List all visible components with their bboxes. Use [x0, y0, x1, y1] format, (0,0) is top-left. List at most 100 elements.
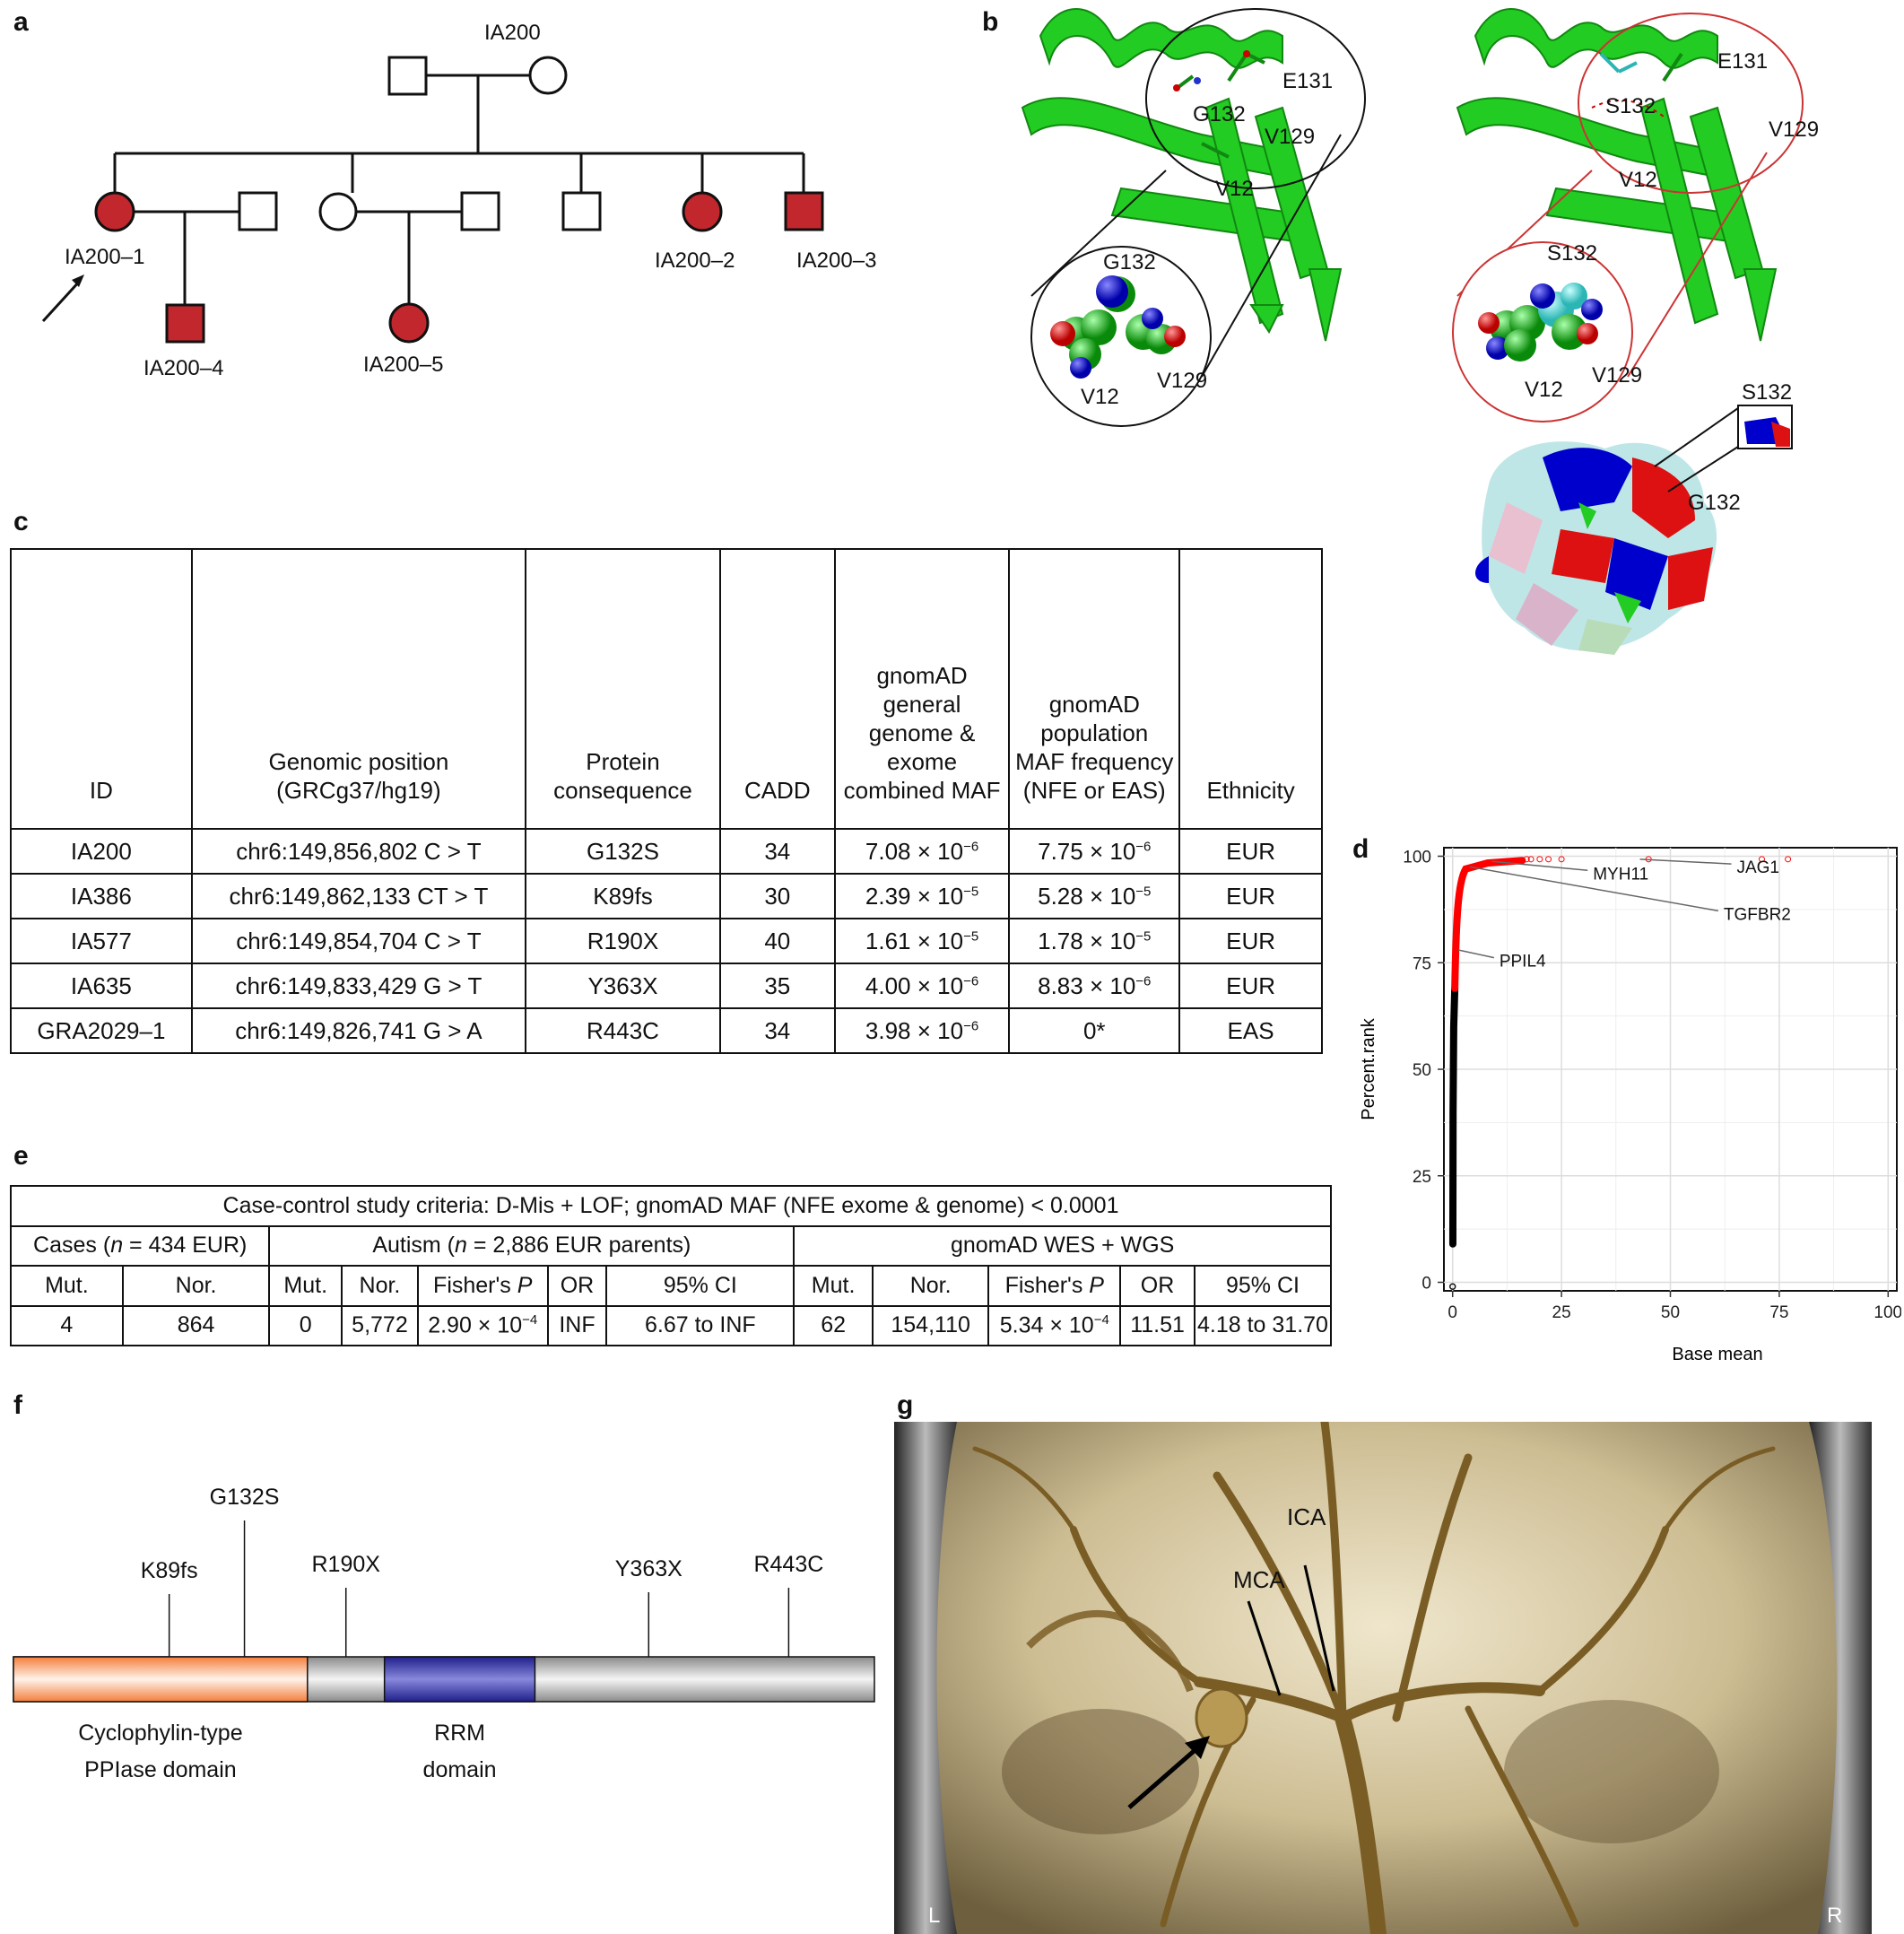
inset-left-g132: G132 [1103, 250, 1156, 274]
annotation-leader [1491, 860, 1588, 871]
inset-right-s132: S132 [1547, 241, 1597, 266]
pedigree-ia200-1 [94, 191, 135, 232]
surface-s132: S132 [1742, 380, 1792, 405]
y-tick-label: 100 [1403, 849, 1431, 867]
spheres-right [1478, 283, 1603, 362]
autism-header: Autism (n = 2,886 EUR parents) [268, 1224, 796, 1267]
col-ethnicity: Ethnicity [1178, 548, 1323, 830]
annotation-jag1: JAG1 [1736, 858, 1779, 877]
pedigree-ia200-2 [682, 191, 723, 232]
struct-left-e131: E131 [1282, 69, 1333, 93]
pedigree-label-1: IA200–1 [65, 245, 144, 269]
annotation-leader [1470, 866, 1719, 912]
x-tick-label: 25 [1552, 1303, 1571, 1322]
pedigree-ia200-4 [165, 303, 205, 344]
annotation-leader [1639, 858, 1732, 865]
domain-label-0: Cyclophylin-type [78, 1721, 242, 1746]
domain-0 [13, 1656, 309, 1703]
struct-left-v129: V129 [1265, 125, 1315, 149]
pedigree-label-4: IA200–4 [143, 356, 223, 380]
pedigree-label-3: IA200–3 [796, 248, 876, 273]
data-point [1523, 856, 1530, 863]
series-below-threshold [1448, 984, 1459, 1248]
surface-model [1475, 441, 1717, 655]
y-tick-label: 50 [1413, 1061, 1431, 1080]
data-point [1448, 1283, 1456, 1290]
struct-left-g132: G132 [1193, 102, 1246, 126]
pedigree-female-ia200 [528, 56, 568, 95]
pedigree-label-5: IA200–5 [363, 353, 443, 377]
domain-label-0-line2: PPIase domain [84, 1757, 237, 1782]
pedigree: IA200 IA200–1 IA200–2 IA200–3 IA200–4 IA… [41, 21, 876, 380]
x-axis-label: Base mean [1672, 1345, 1762, 1364]
x-tick-label: 75 [1769, 1303, 1788, 1322]
data-point [1558, 856, 1565, 863]
panel-letter-e: e [13, 1141, 29, 1171]
mutation-y363x: Y363X [615, 1556, 682, 1581]
aneurysm-arrow [1127, 1745, 1201, 1809]
annotation-ppil4: PPIL4 [1500, 953, 1546, 971]
struct-right-v12: V12 [1619, 168, 1657, 192]
inset-left-v12: V12 [1081, 385, 1119, 409]
col-protein: Protein consequence [525, 548, 721, 830]
label-mca: MCA [1233, 1566, 1285, 1593]
gnomad-header: gnomAD WES + WGS [793, 1224, 1332, 1267]
panel-letter-b: b [982, 7, 999, 37]
annotation-tgfbr2: TGFBR2 [1724, 905, 1791, 924]
col-maf: gnomAD general genome & exome combined M… [833, 548, 1011, 830]
data-point [1527, 856, 1535, 863]
surface-g132: G132 [1688, 491, 1741, 515]
x-tick-label: 50 [1661, 1303, 1680, 1322]
mutation-r443c: R443C [753, 1552, 823, 1577]
mutation-g132s: G132S [210, 1485, 280, 1510]
aneurysm [1195, 1687, 1248, 1748]
y-axis-label: Percent.rank [1359, 1017, 1378, 1119]
label-right: R [1827, 1904, 1842, 1928]
panel-letter-c: c [13, 507, 29, 536]
pedigree-label-2: IA200–2 [655, 248, 735, 273]
domain-1 [383, 1656, 536, 1703]
case-control-table: Case-control study criteria: D-Mis + LOF… [9, 1185, 1333, 1346]
series-top-ranked [1451, 857, 1526, 992]
spheres-left [1050, 275, 1186, 379]
angiography-image: ICA MCA L R [894, 1422, 1872, 1934]
struct-right-e131: E131 [1717, 49, 1768, 74]
mutation-k89fs: K89fs [141, 1558, 198, 1583]
label-left: L [928, 1904, 940, 1928]
protein-domain-map: K89fs G132S R190X Y363X R443C Cyclophylin-ty… [13, 1485, 875, 1782]
y-tick-label: 25 [1413, 1168, 1431, 1187]
inset-left-v129: V129 [1157, 369, 1207, 393]
annotation-myh11: MYH11 [1593, 865, 1648, 884]
domain-label-1-line2: domain [423, 1757, 497, 1782]
ribbon-left [1021, 8, 1343, 342]
variant-table: ID Genomic position (GRCg37/hg19) Protei… [10, 548, 1323, 1054]
structure-figure: G132 E131 V129 V12 G132 V12 V129 S132 E1… [1021, 8, 1819, 655]
pedigree-ia200-3 [784, 191, 824, 231]
data-point [1545, 856, 1552, 863]
inset-right-v12: V12 [1525, 378, 1563, 402]
pedigree-male-ia200 [387, 56, 428, 96]
data-point [1536, 856, 1543, 863]
struct-right-s132: S132 [1605, 94, 1656, 118]
data-point [1785, 856, 1792, 863]
panel-letter-a: a [13, 7, 29, 37]
inset-right-v129: V129 [1592, 363, 1642, 388]
panel-letter-g: g [897, 1390, 914, 1420]
col-position: Genomic position (GRCg37/hg19) [190, 548, 527, 830]
pedigree-ia200-5 [388, 302, 430, 344]
mutation-r190x: R190X [312, 1552, 381, 1577]
case-control-title: Case-control study criteria: D-Mis + LOF… [10, 1185, 1332, 1227]
panel-letter-f: f [13, 1390, 22, 1420]
variant-table-header: ID Genomic position (GRCg37/hg19) Protei… [10, 548, 1323, 830]
domain-label-1: RRM [434, 1721, 485, 1746]
struct-right-v129: V129 [1769, 118, 1819, 142]
col-id: ID [10, 548, 193, 830]
